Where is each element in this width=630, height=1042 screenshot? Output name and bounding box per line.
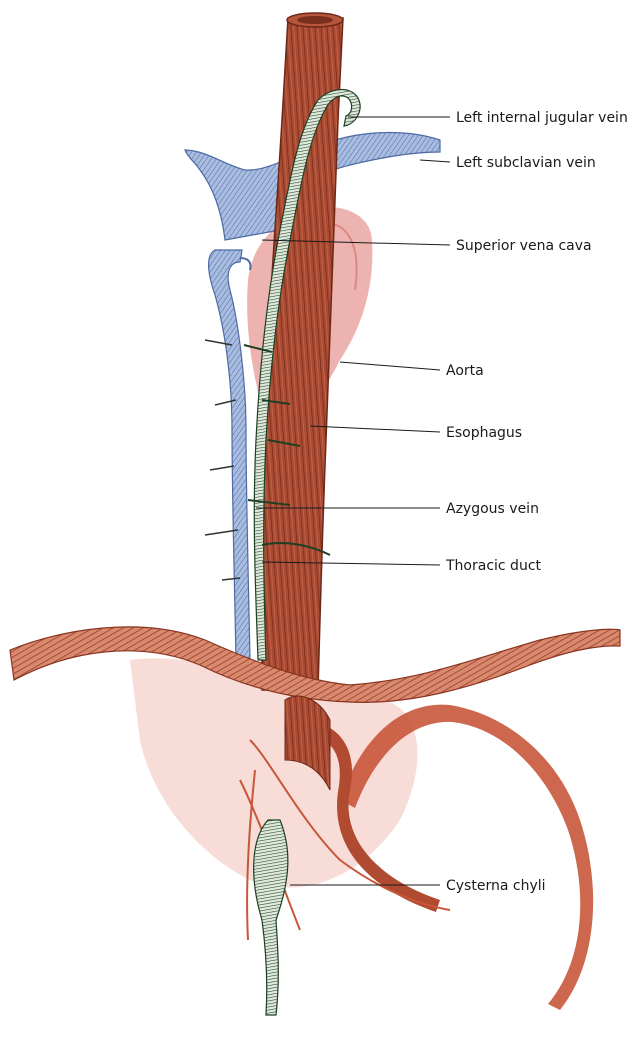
leader-left-subclavian-vein (420, 160, 450, 162)
label-azygous-vein: Azygous vein (446, 501, 539, 517)
label-left-internal-jugular-vein: Left internal jugular vein (456, 110, 628, 126)
label-left-subclavian-vein: Left subclavian vein (456, 155, 596, 171)
leader-aorta (340, 362, 440, 370)
label-aorta: Aorta (446, 363, 484, 379)
azygous-vein (205, 250, 251, 660)
label-thoracic-duct: Thoracic duct (445, 558, 542, 574)
leader-esophagus (310, 426, 440, 432)
label-cysterna-chyli: Cysterna chyli (446, 878, 546, 894)
label-esophagus: Esophagus (446, 425, 522, 441)
label-superior-vena-cava: Superior vena cava (456, 238, 592, 254)
cysterna-chyli (254, 820, 288, 1015)
